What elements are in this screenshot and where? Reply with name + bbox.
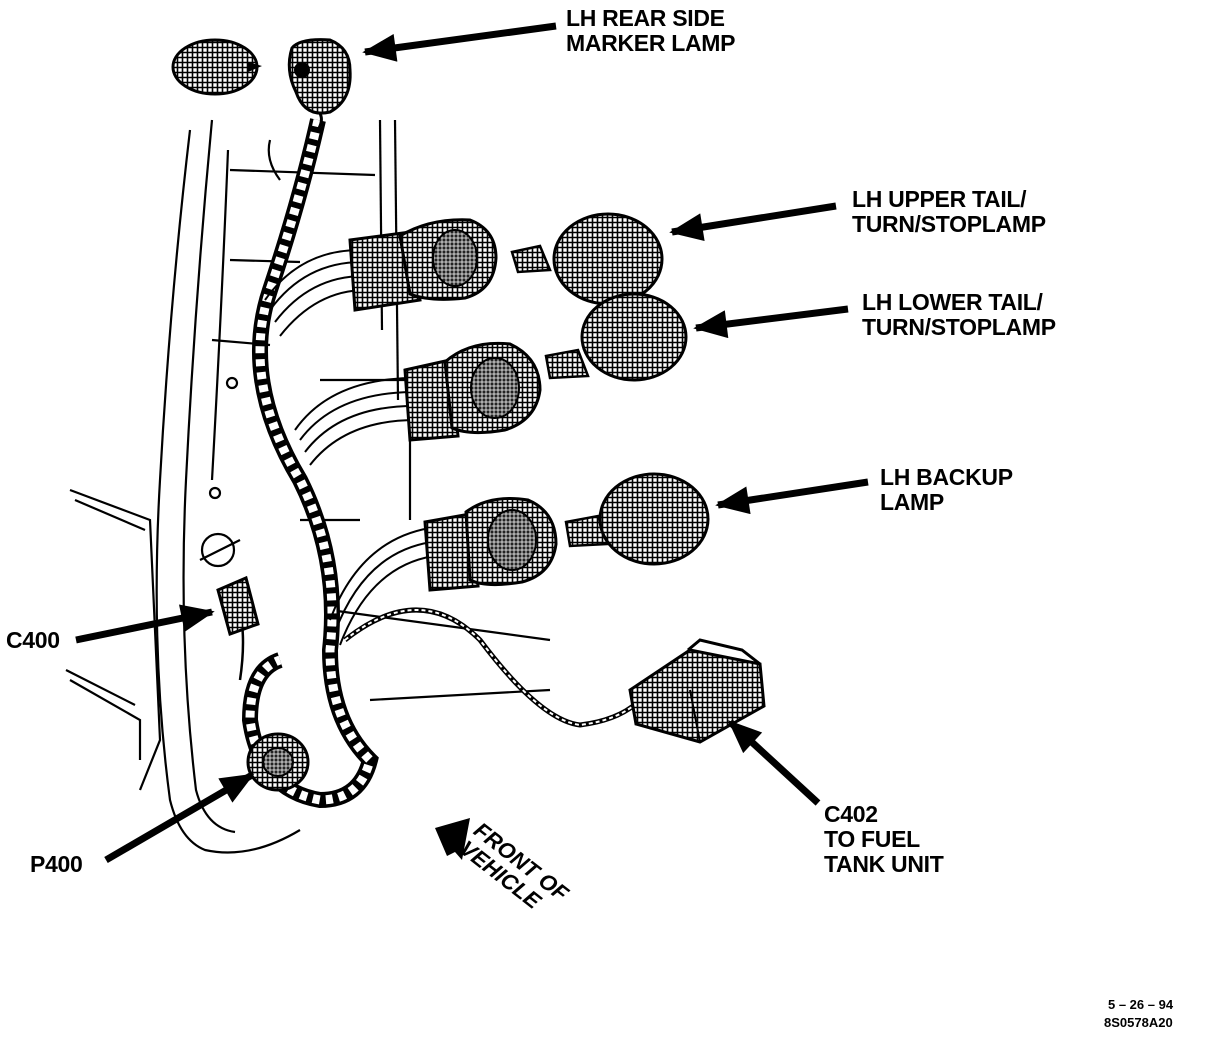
label-backup: LH BACKUP LAMP <box>880 465 1013 515</box>
figure-identifier: 5 – 26 – 94 8S0578A20 <box>1104 996 1173 1032</box>
upper-tail-lamp-assembly <box>348 212 664 312</box>
label-lower-tail-line1: LH LOWER TAIL/ <box>862 289 1043 315</box>
arrow-backup <box>715 478 869 515</box>
arrow-c402 <box>727 719 821 806</box>
label-backup-line2: LAMP <box>880 489 944 515</box>
figure-date: 5 – 26 – 94 <box>1108 997 1174 1012</box>
label-p400: P400 <box>30 852 83 877</box>
front-arrow <box>435 818 470 860</box>
label-backup-line1: LH BACKUP <box>880 464 1013 490</box>
arrow-rear-side-marker <box>362 22 557 62</box>
label-upper-tail-line1: LH UPPER TAIL/ <box>852 186 1027 212</box>
wire-harness <box>238 98 642 809</box>
rear-side-marker-lamp <box>171 38 352 115</box>
lower-tail-lamp-assembly <box>403 292 688 442</box>
label-rear-side-marker-line1: LH REAR SIDE <box>566 5 725 31</box>
label-rear-side-marker-line2: MARKER LAMP <box>566 30 736 56</box>
label-upper-tail: LH UPPER TAIL/ TURN/STOPLAMP <box>852 187 1046 237</box>
label-p400-text: P400 <box>30 851 83 877</box>
p400-grommet <box>246 732 310 792</box>
label-rear-side-marker: LH REAR SIDE MARKER LAMP <box>566 5 736 56</box>
label-c400: C400 <box>6 628 60 653</box>
figure-id: 8S0578A20 <box>1104 1015 1173 1030</box>
arrow-p400 <box>104 771 255 864</box>
label-upper-tail-line2: TURN/STOPLAMP <box>852 211 1046 237</box>
label-c402-line1: C402 <box>824 801 878 827</box>
c400-connector <box>216 575 260 636</box>
arrow-c400 <box>75 604 215 644</box>
label-lower-tail-line2: TURN/STOPLAMP <box>862 314 1056 340</box>
label-c402-line3: TANK UNIT <box>824 851 944 877</box>
backup-lamp-assembly <box>423 472 710 592</box>
label-c402: C402 TO FUEL TANK UNIT <box>824 802 944 877</box>
c402-connector <box>628 638 766 744</box>
leader-arrows <box>75 22 869 864</box>
label-c400-text: C400 <box>6 627 60 653</box>
label-lower-tail: LH LOWER TAIL/ TURN/STOPLAMP <box>862 290 1056 340</box>
label-c402-line2: TO FUEL <box>824 826 920 852</box>
arrow-upper-tail <box>669 202 837 242</box>
arrow-lower-tail <box>693 305 849 339</box>
